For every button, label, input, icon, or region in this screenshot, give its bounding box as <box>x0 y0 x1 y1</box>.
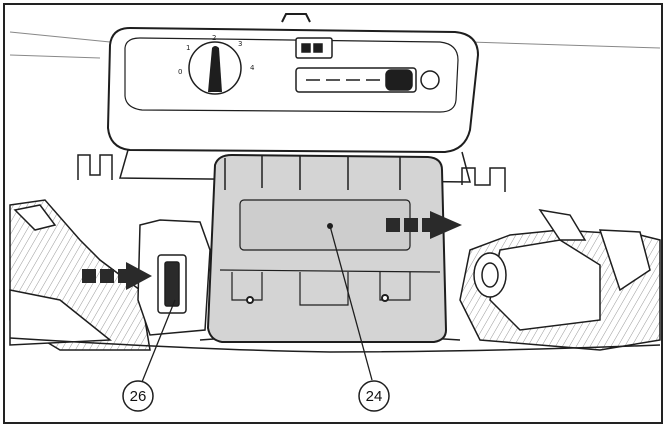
gauge-icon: 0 1 2 3 4 <box>178 34 255 95</box>
dial-label-3: 3 <box>238 40 242 48</box>
indicator-panel <box>295 37 440 93</box>
callout-label: 26 <box>130 388 147 405</box>
dial-label-4: 4 <box>250 64 255 72</box>
dial-label-2: 2 <box>212 34 216 42</box>
left-bracket <box>77 154 113 180</box>
leader-lines <box>141 225 373 383</box>
arrow-right-icon <box>386 211 462 239</box>
callout-label: 24 <box>366 388 383 405</box>
right-machinery <box>459 208 661 351</box>
latch-26 <box>157 254 187 314</box>
dial-label-1: 1 <box>186 44 190 52</box>
callout-26: 26 <box>122 380 154 412</box>
arrow-right-icon <box>82 262 152 290</box>
background-lines <box>9 31 661 59</box>
instrument-panel <box>106 13 480 183</box>
right-bracket <box>461 167 506 192</box>
battery-icon <box>206 153 448 343</box>
callout-24: 24 <box>358 380 390 412</box>
left-machinery <box>9 199 211 351</box>
dial-label-0: 0 <box>178 68 182 76</box>
leader-dot <box>327 223 333 229</box>
